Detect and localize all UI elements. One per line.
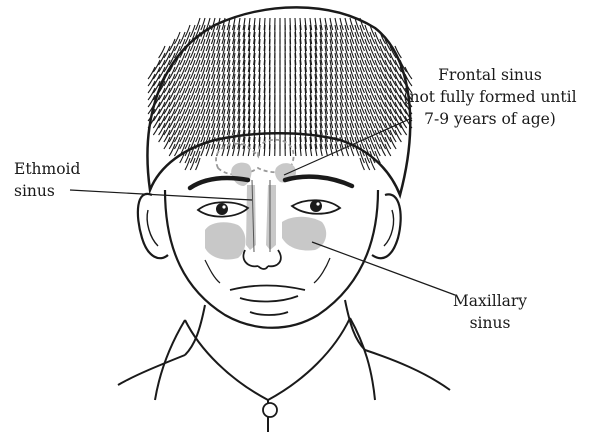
maxillary-sinus-label: Maxillary sinus bbox=[440, 290, 540, 334]
ethmoid-sinus bbox=[246, 185, 256, 250]
right-ear bbox=[372, 194, 401, 258]
hair-stroke bbox=[365, 158, 370, 170]
ethmoid-leader-line bbox=[70, 190, 252, 200]
left-eye bbox=[198, 202, 248, 216]
hair-stroke bbox=[206, 144, 210, 156]
maxillary-label-line1: Maxillary bbox=[440, 290, 540, 312]
ethmoid-sinus-label: Ethmoid sinus bbox=[14, 158, 80, 202]
frontal-label-line2: (not fully formed until bbox=[398, 86, 582, 108]
hair-stroke bbox=[360, 158, 364, 170]
hair-stroke bbox=[185, 158, 190, 170]
right-eye bbox=[292, 200, 340, 214]
frontal-sinus-fill-left bbox=[231, 163, 251, 186]
hair-stroke bbox=[345, 144, 349, 156]
neck-and-collar bbox=[118, 300, 450, 432]
hair-stroke bbox=[190, 158, 195, 170]
mouth bbox=[230, 285, 305, 315]
hair-stroke bbox=[201, 144, 205, 156]
collar-button bbox=[263, 403, 277, 417]
frontal-label-line1: Frontal sinus bbox=[398, 64, 582, 86]
right-eyebrow bbox=[285, 177, 352, 186]
maxillary-sinus-left bbox=[205, 222, 246, 259]
maxillary-label-line2: sinus bbox=[440, 312, 540, 334]
frontal-label-line3: 7-9 years of age) bbox=[398, 108, 582, 130]
hair-stroke bbox=[211, 144, 215, 156]
ethmoid-label-line2: sinus bbox=[14, 180, 80, 202]
frontal-sinus-label: Frontal sinus (not fully formed until 7-… bbox=[398, 64, 582, 130]
hair-stroke bbox=[196, 158, 200, 170]
maxillary-leader-line bbox=[312, 242, 455, 295]
left-ear bbox=[138, 194, 168, 258]
hair-stroke bbox=[269, 144, 270, 156]
sinus-regions bbox=[205, 140, 326, 260]
ethmoid-label-line1: Ethmoid bbox=[14, 158, 80, 180]
nose bbox=[243, 250, 280, 269]
